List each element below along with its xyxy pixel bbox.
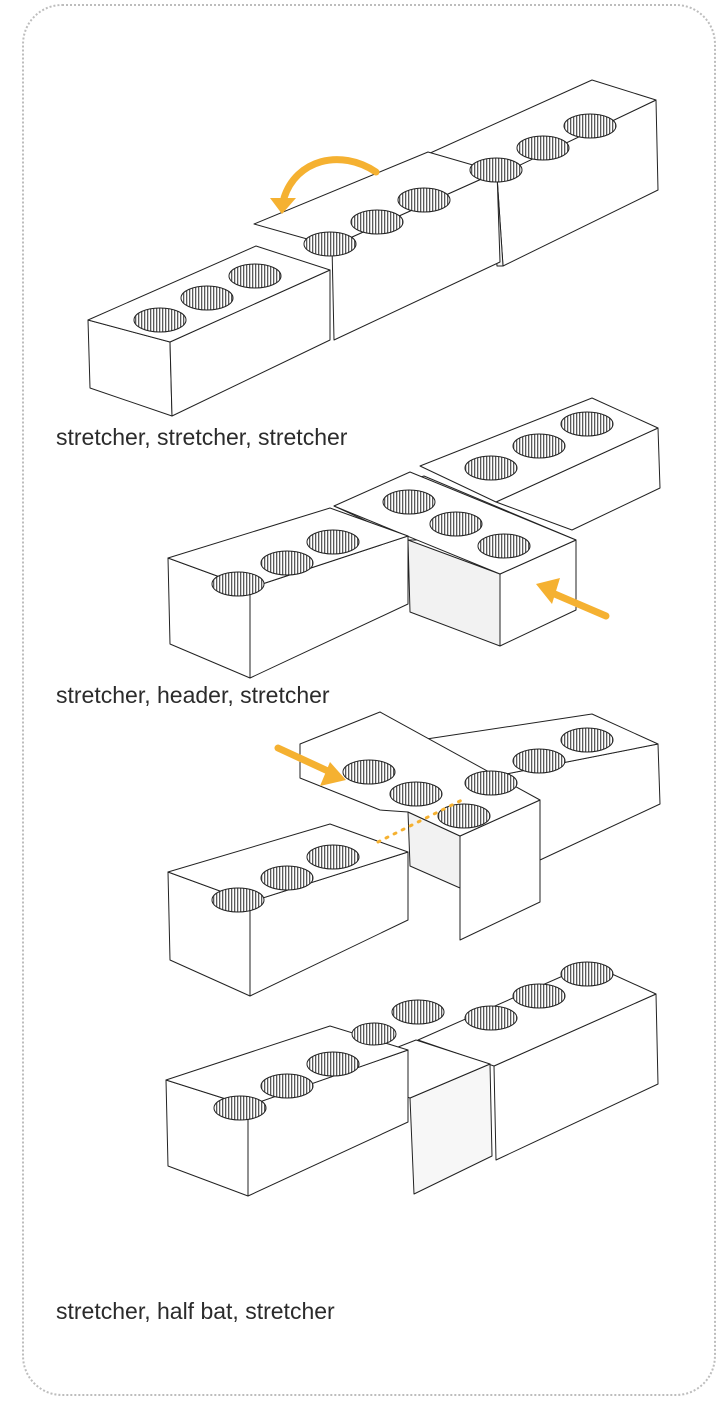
- bond-2-bricks: [167, 397, 661, 679]
- dotted-frame: [22, 4, 716, 1396]
- bond-1-bricks: [87, 79, 659, 417]
- caption-stretcher-half-bat-stretcher: stretcher, half bat, stretcher: [56, 1298, 335, 1324]
- push-arrow-icon-2: [546, 588, 610, 620]
- rotate-arrowhead-icon: [270, 198, 296, 214]
- brick-2-left: [167, 507, 409, 679]
- brick-1-left: [87, 245, 331, 417]
- brick-3-header: [299, 711, 541, 941]
- bond-3-bricks: [167, 711, 661, 997]
- rotate-arrow-icon: [280, 156, 380, 202]
- push-arrowhead-icon-3: [320, 762, 346, 786]
- push-arrowhead-icon-2: [536, 578, 560, 604]
- push-arrow-icon-3: [274, 744, 334, 776]
- caption-stretcher-stretcher-stretcher: stretcher, stretcher, stretcher: [56, 424, 348, 450]
- brick-3-left: [167, 823, 409, 997]
- bond-4-bricks-main: [165, 961, 659, 1197]
- split-line: [376, 798, 464, 844]
- brick-1-middle: [253, 151, 501, 341]
- caption-stretcher-header-stretcher: stretcher, header, stretcher: [56, 682, 330, 708]
